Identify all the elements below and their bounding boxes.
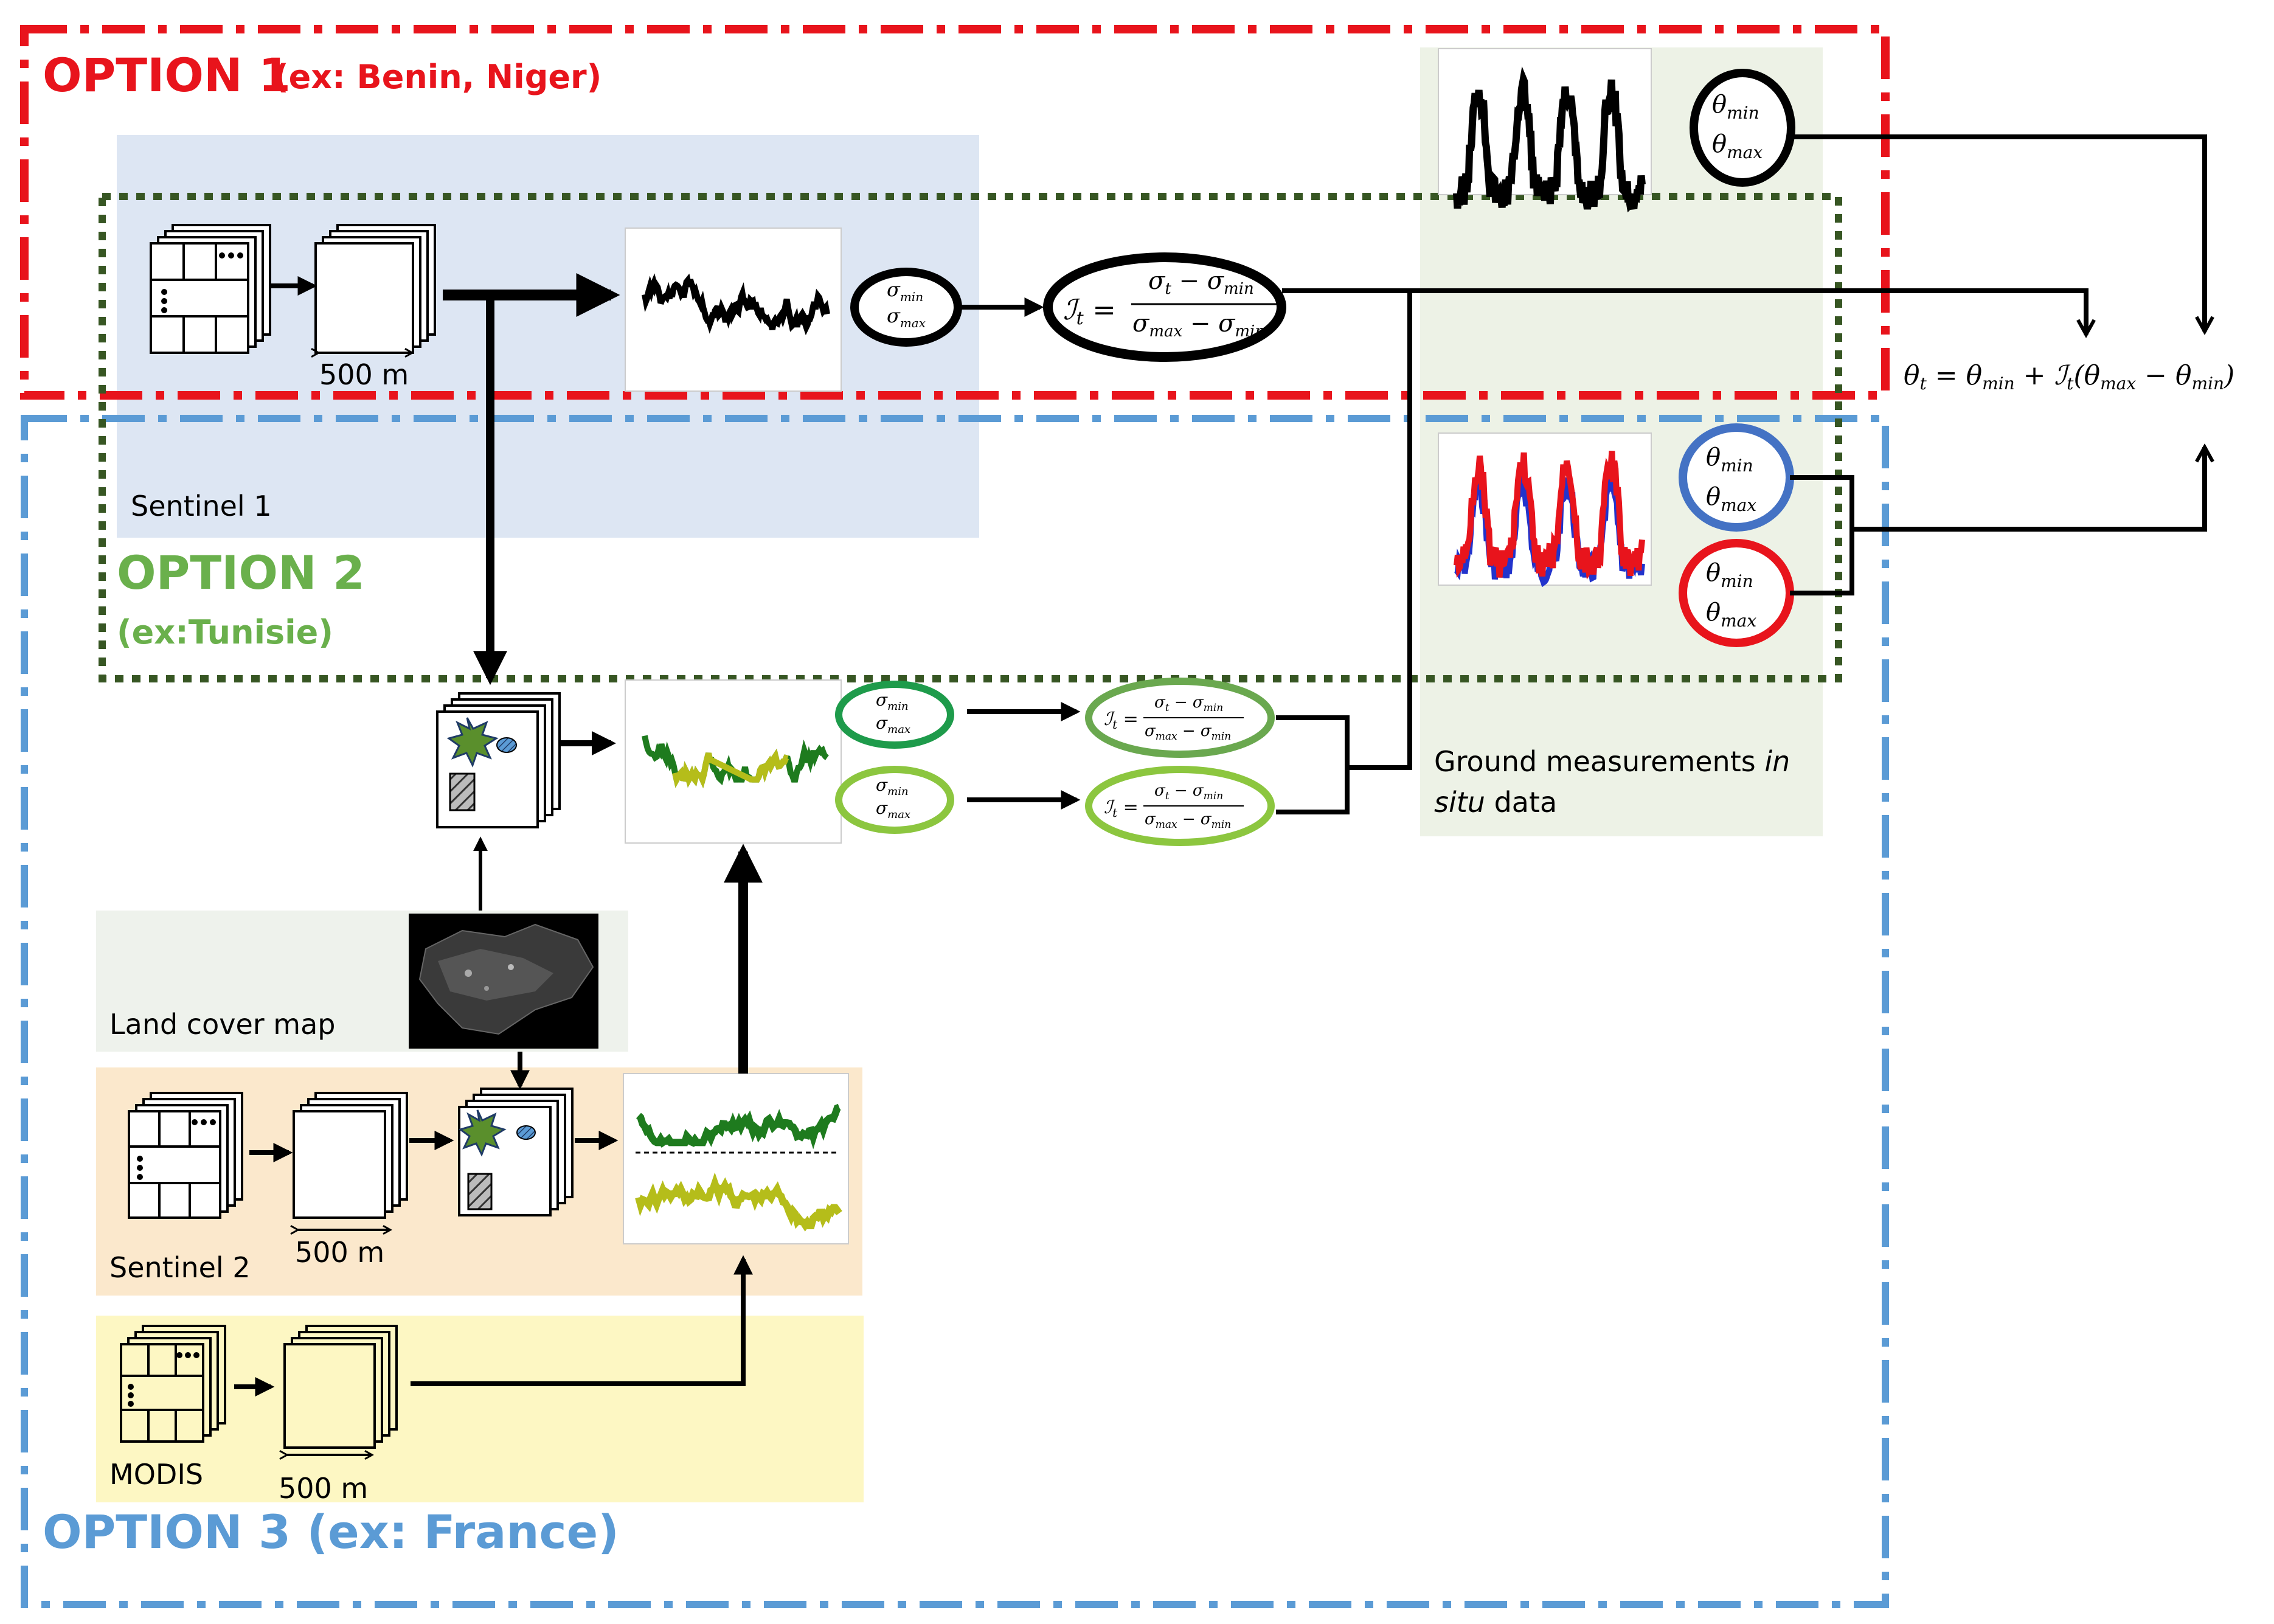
option1-example: (ex: Benin, Niger): [274, 58, 601, 96]
svg-text:σmin: σmin: [887, 278, 923, 304]
s2-scale-label: 500 m: [295, 1236, 384, 1269]
sentinel2-composite-stack: [293, 1092, 408, 1219]
option2-index-ellipse-dark: ℐt = σt − σmin σmax − σmin: [1085, 678, 1275, 758]
svg-text:ℐt =: ℐt =: [1104, 797, 1139, 820]
option3-border: [21, 415, 1889, 1608]
option2-index-ellipse-light: ℐt = σt − σmin σmax − σmin: [1085, 766, 1275, 846]
modis-scale-label: 500 m: [279, 1472, 368, 1505]
sentinel1-backscatter-plot: [625, 227, 842, 392]
s1-index-formula-ellipse: ℐt = σt − σmin σmax − σmin: [1043, 252, 1286, 362]
svg-text:θt = θmin + ℐt(θmax − θmin): θt = θmin + ℐt(θmax − θmin): [1904, 360, 2234, 394]
svg-text:σmax: σmax: [887, 304, 926, 330]
option1-title: OPTION 1: [43, 48, 291, 102]
blue-ellipse-connector: [1790, 475, 1854, 595]
option3-title: OPTION 3 (ex: France): [43, 1505, 619, 1559]
svg-text:σmax − σmin: σmax − σmin: [1145, 722, 1231, 743]
sentinel1-label: Sentinel 1: [131, 490, 272, 522]
option2-title: OPTION 2: [117, 546, 365, 600]
ground-theta-ellipse-blue: θmin θmax: [1679, 423, 1794, 532]
ground-measurements-label-2: situ data: [1434, 786, 1557, 819]
ground-measurements-label: Ground measurements in: [1434, 745, 1790, 778]
option2-classified-plot: [625, 679, 842, 844]
modis-tile-stack: [120, 1325, 226, 1443]
option2-sigma-ellipse-dark: σmin σmax: [835, 681, 954, 749]
final-moisture-formula: θt = θmin + ℐt(θmax − θmin): [1904, 360, 2234, 394]
ground-soil-moisture-plot-black: [1438, 48, 1652, 213]
s1-scale-label: 500 m: [319, 358, 409, 391]
sentinel2-tile-stack: [128, 1092, 243, 1219]
option2-classified-tile-stack: [436, 692, 561, 828]
modis-label: MODIS: [109, 1458, 203, 1491]
ground-black-to-formula-arrow: [1791, 134, 2205, 331]
svg-text:ℐt =: ℐt =: [1104, 709, 1139, 732]
sentinel1-tile-stack: [150, 224, 271, 354]
landcover-map-image: [409, 914, 598, 1049]
option2-border: [99, 193, 1842, 682]
option2-example: (ex:Tunisie): [117, 613, 333, 651]
sentinel2-label: Sentinel 2: [109, 1251, 251, 1284]
option1-border: [20, 25, 1890, 400]
ground-theta-ellipse-red: θmin θmax: [1679, 539, 1794, 647]
s1-index-to-formula-arrow: [1282, 288, 2086, 335]
modis-to-plot-arrow: [411, 1255, 753, 1386]
option2-index-merge-connector: [1276, 715, 1350, 814]
option2-sigma-ellipse-light: σmin σmax: [835, 766, 954, 834]
ground-soil-moisture-plot-blue-red: [1438, 432, 1652, 588]
option2-to-top-connector: [1347, 291, 1412, 770]
s1-sigma-ellipse: σmin σmax: [850, 268, 962, 347]
landcover-label: Land cover map: [109, 1008, 335, 1041]
ground-theta-ellipse-black: θmin θmax: [1690, 69, 1795, 187]
svg-text:ℐt =: ℐt =: [1063, 293, 1116, 329]
sentinel2-ndvi-plot: [623, 1073, 849, 1244]
ground-colored-to-formula-arrow: [1852, 447, 2205, 532]
sentinel2-classified-stack: [458, 1088, 574, 1216]
sentinel1-composite-stack: [314, 224, 436, 354]
modis-composite-stack: [283, 1325, 398, 1449]
